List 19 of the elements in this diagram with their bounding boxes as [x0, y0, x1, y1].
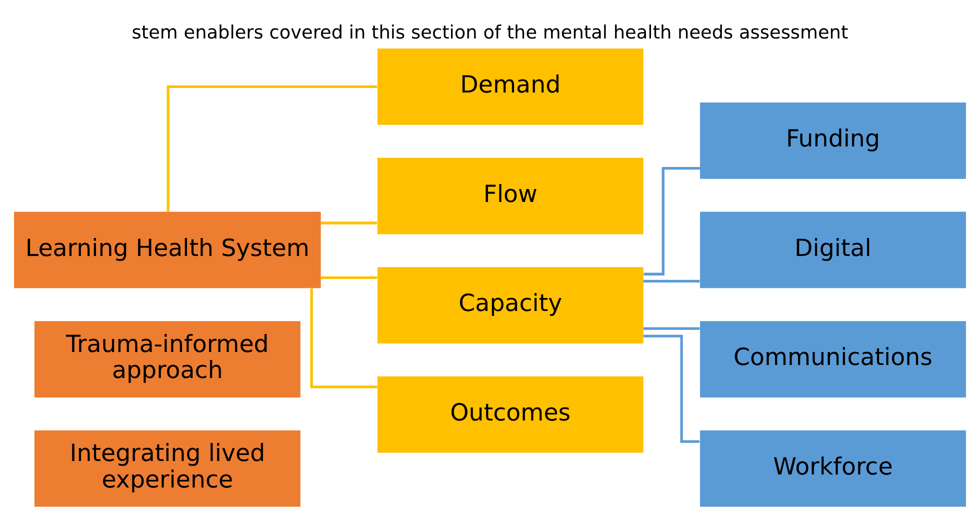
connector	[643, 279, 700, 282]
connector	[320, 221, 377, 224]
connector	[643, 326, 700, 330]
node-box: Demand	[377, 48, 644, 124]
connector	[166, 84, 378, 212]
diagram-title: stem enablers covered in this section of the mental health needs assessment	[132, 22, 848, 43]
node-box: Capacity	[377, 266, 644, 343]
node-box: Funding	[700, 102, 966, 178]
node-box: Trauma-informed approach	[34, 320, 300, 397]
connector	[644, 166, 700, 275]
node-box: Integrating lived experience	[34, 430, 300, 506]
node-box: Digital	[700, 211, 966, 288]
node-box: Communications	[700, 320, 966, 397]
node-box: Outcomes	[377, 376, 644, 452]
node-box: Learning Health System	[14, 211, 321, 288]
connector	[320, 276, 377, 278]
connector	[310, 288, 378, 388]
node-box: Workforce	[700, 430, 966, 506]
node-box: Flow	[377, 157, 644, 234]
